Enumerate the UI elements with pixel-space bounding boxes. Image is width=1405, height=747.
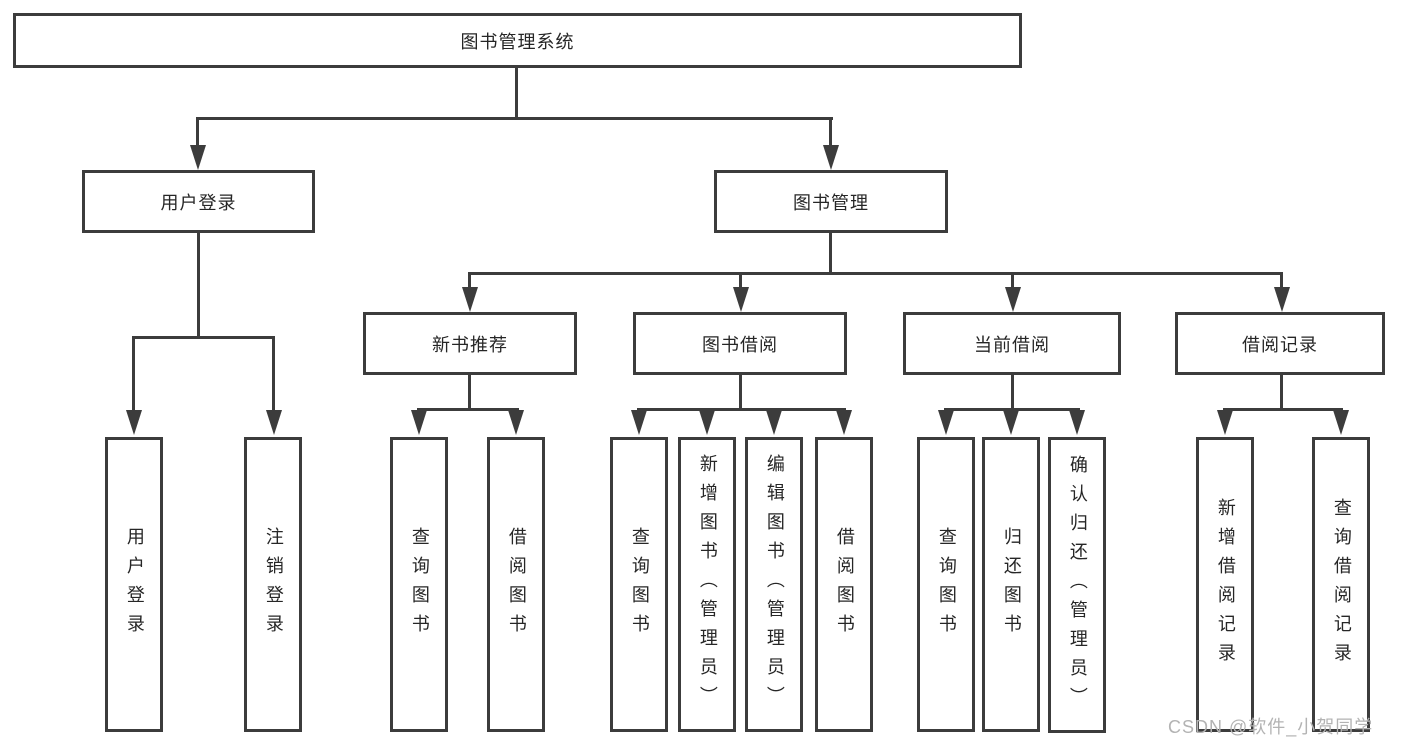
arrow-down-icon — [1069, 410, 1085, 435]
connector-group-drop — [1011, 375, 1014, 409]
leaf-current-confirm-admin: 确认归还（管理员） — [1048, 437, 1106, 733]
connector-shaft — [132, 336, 135, 412]
arrow-down-icon — [823, 145, 839, 170]
node-book-borrow-label: 图书借阅 — [702, 334, 778, 355]
leaf-borrow-book-label: 借阅图书 — [834, 526, 855, 643]
arrow-down-icon — [1005, 287, 1021, 312]
leaf-current-query: 查询图书 — [917, 437, 975, 732]
leaf-current-confirm-admin-label: 确认归还（管理员） — [1067, 454, 1088, 716]
leaf-record-add-label: 新增借阅记录 — [1215, 497, 1236, 672]
leaf-newbook-query-label: 查询图书 — [409, 526, 430, 643]
connector-shaft — [1280, 272, 1283, 288]
csdn-watermark: CSDN @软件_小贺同学 — [1168, 717, 1374, 737]
arrow-down-icon — [1003, 410, 1019, 435]
leaf-newbook-borrow: 借阅图书 — [487, 437, 545, 732]
node-user-login: 用户登录 — [82, 170, 315, 233]
node-borrow-record-label: 借阅记录 — [1242, 334, 1318, 355]
arrow-down-icon — [462, 287, 478, 312]
leaf-user-login-label: 用户登录 — [124, 526, 145, 643]
leaf-newbook-borrow-label: 借阅图书 — [506, 526, 527, 643]
arrow-down-icon — [1333, 410, 1349, 435]
leaf-record-query-label: 查询借阅记录 — [1331, 497, 1352, 672]
connector-shaft — [468, 272, 471, 288]
leaf-user-login: 用户登录 — [105, 437, 163, 732]
arrow-down-icon — [733, 287, 749, 312]
node-new-book-rec-label: 新书推荐 — [432, 334, 508, 355]
arrow-down-icon — [190, 145, 206, 170]
connector-userlogin-drop — [197, 233, 200, 339]
arrow-down-icon — [508, 410, 524, 435]
arrow-down-icon — [266, 410, 282, 435]
arrow-down-icon — [126, 410, 142, 435]
node-new-book-rec: 新书推荐 — [363, 312, 577, 375]
connector-root-drop — [515, 68, 518, 117]
connector-group-branch — [417, 408, 519, 411]
connector-bookmgmt-branch — [468, 272, 1283, 275]
connector-shaft — [272, 336, 275, 412]
arrow-down-icon — [699, 410, 715, 435]
node-user-login-label: 用户登录 — [160, 192, 237, 213]
connector-bookmgmt-drop — [829, 233, 832, 275]
node-current-borrow: 当前借阅 — [903, 312, 1121, 375]
leaf-borrow-edit-admin-label: 编辑图书（管理员） — [764, 454, 785, 715]
connector-shaft — [739, 272, 742, 288]
leaf-borrow-add-admin-label: 新增图书（管理员） — [697, 454, 718, 715]
leaf-borrow-edit-admin: 编辑图书（管理员） — [745, 437, 803, 732]
leaf-borrow-add-admin: 新增图书（管理员） — [678, 437, 736, 732]
connector-shaft — [196, 117, 199, 147]
leaf-current-return-label: 归还图书 — [1001, 526, 1022, 643]
connector-shaft — [1011, 272, 1014, 288]
leaf-current-return: 归还图书 — [982, 437, 1040, 732]
arrow-down-icon — [938, 410, 954, 435]
arrow-down-icon — [1217, 410, 1233, 435]
arrow-down-icon — [836, 410, 852, 435]
connector-group-branch — [1223, 408, 1343, 411]
leaf-record-add: 新增借阅记录 — [1196, 437, 1254, 732]
connector-shaft — [829, 117, 832, 147]
connector-group-drop — [739, 375, 742, 409]
leaf-logout: 注销登录 — [244, 437, 302, 732]
arrow-down-icon — [631, 410, 647, 435]
arrow-down-icon — [766, 410, 782, 435]
leaf-record-query: 查询借阅记录 — [1312, 437, 1370, 732]
connector-userlogin-branch — [132, 336, 275, 339]
leaf-newbook-query: 查询图书 — [390, 437, 448, 732]
connector-group-drop — [468, 375, 471, 409]
node-book-borrow: 图书借阅 — [633, 312, 847, 375]
leaf-borrow-query-label: 查询图书 — [629, 526, 650, 643]
leaf-logout-label: 注销登录 — [263, 526, 284, 643]
arrow-down-icon — [411, 410, 427, 435]
leaf-borrow-book: 借阅图书 — [815, 437, 873, 732]
node-book-mgmt-label: 图书管理 — [793, 192, 869, 213]
connector-group-branch — [637, 408, 846, 411]
connector-group-drop — [1280, 375, 1283, 409]
arrow-down-icon — [1274, 287, 1290, 312]
node-root-label: 图书管理系统 — [460, 31, 575, 52]
node-current-borrow-label: 当前借阅 — [974, 334, 1050, 355]
leaf-borrow-query: 查询图书 — [610, 437, 668, 732]
node-book-mgmt: 图书管理 — [714, 170, 948, 233]
connector-group-branch — [944, 408, 1080, 411]
leaf-current-query-label: 查询图书 — [936, 526, 957, 643]
connector-root-branch — [196, 117, 833, 120]
node-borrow-record: 借阅记录 — [1175, 312, 1385, 375]
node-root: 图书管理系统 — [13, 13, 1022, 68]
